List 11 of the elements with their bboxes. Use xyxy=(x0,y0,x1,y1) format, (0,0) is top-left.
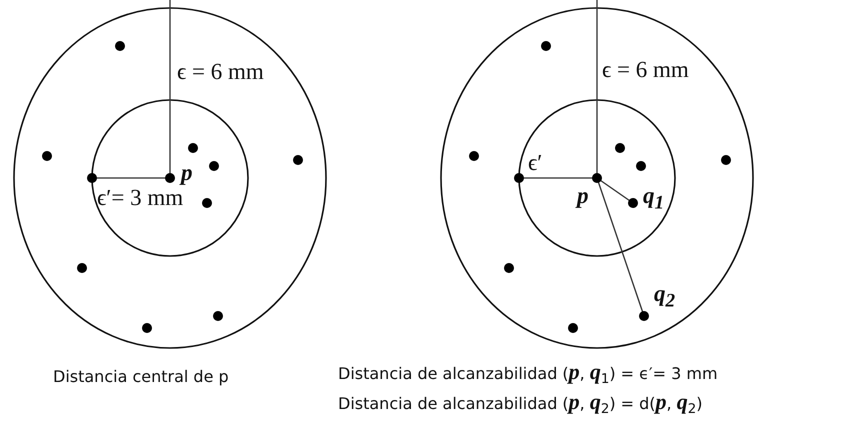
dimension-label: ϵ′= 3 mm xyxy=(97,186,184,209)
point-label: q$_{1}$ xyxy=(643,184,664,213)
point-label: p xyxy=(577,184,588,207)
caption-text: Distancia de alcanzabilidad (p, q$_{1}$) = ϵ′= 3 mm xyxy=(338,361,718,387)
dimension-label: ϵ = 6 mm xyxy=(177,60,264,83)
caption-text: Distancia central de p xyxy=(53,369,229,385)
point-label: p xyxy=(181,161,192,184)
dimension-label: ϵ = 6 mm xyxy=(602,58,689,81)
caption-text: Distancia de alcanzabilidad (p, q$_{2}$) = d(p, q$_{2}$) xyxy=(338,391,702,417)
dimension-label: ϵ′ xyxy=(528,151,542,174)
point-label: q$_{2}$ xyxy=(654,282,676,311)
